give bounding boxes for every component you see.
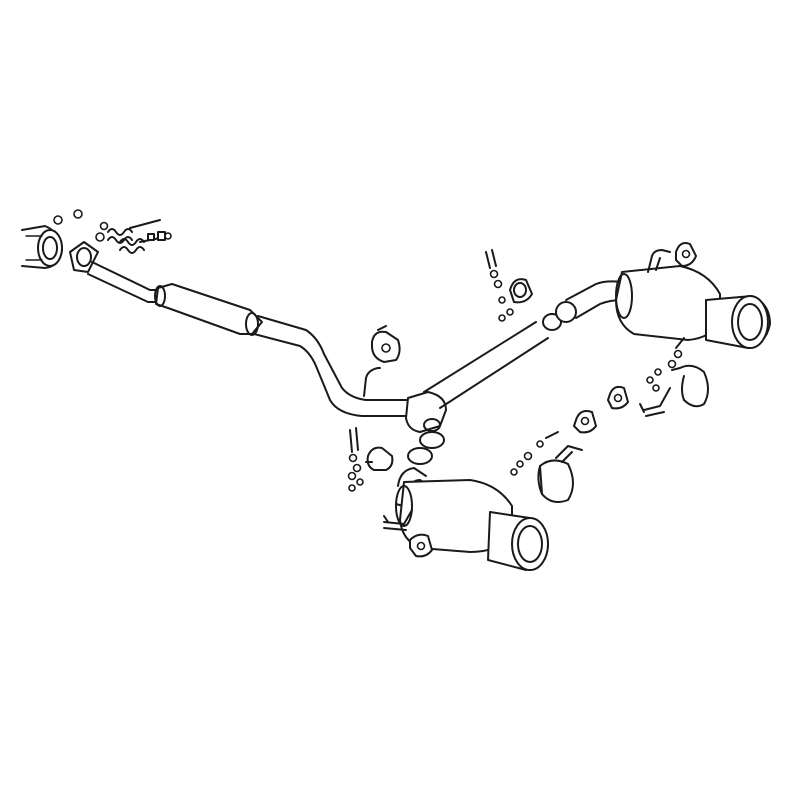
left-sleeve xyxy=(407,431,445,465)
left-hanger-rubber xyxy=(371,325,401,363)
mid-bolt-stack xyxy=(510,431,559,476)
front-mid-pipe xyxy=(87,261,159,303)
right-lower-bracket xyxy=(639,387,671,417)
right-lower-rubber xyxy=(607,385,629,410)
right-bolt-stack xyxy=(646,337,685,392)
front-flange xyxy=(69,241,99,273)
mid-rubber xyxy=(573,410,597,434)
left-muffler-tip xyxy=(487,511,549,571)
front-pipe-cutoff xyxy=(21,225,63,269)
left-hanger-bracket xyxy=(383,509,413,531)
y-pipe-junction xyxy=(405,391,447,433)
left-clamp xyxy=(365,446,394,471)
right-upper-hanger xyxy=(647,249,671,273)
rear-mid-pipe xyxy=(253,315,415,417)
right-sleeve xyxy=(542,301,577,331)
flange-hardware xyxy=(53,209,172,254)
spring-2 xyxy=(119,238,145,254)
upper-clamp xyxy=(509,278,533,304)
right-band-clamp xyxy=(671,364,709,408)
left-lower-rubber xyxy=(409,533,433,558)
mid-band-clamp xyxy=(537,445,583,503)
right-muffler-tip xyxy=(705,295,771,349)
resonator xyxy=(154,283,263,336)
right-upper-rubber xyxy=(675,242,697,267)
spring-1 xyxy=(107,228,133,244)
right-branch-pipe xyxy=(423,321,549,409)
left-bolt-stack xyxy=(347,427,364,492)
upper-bolt-stack xyxy=(485,249,514,322)
right-muffler xyxy=(615,265,721,341)
